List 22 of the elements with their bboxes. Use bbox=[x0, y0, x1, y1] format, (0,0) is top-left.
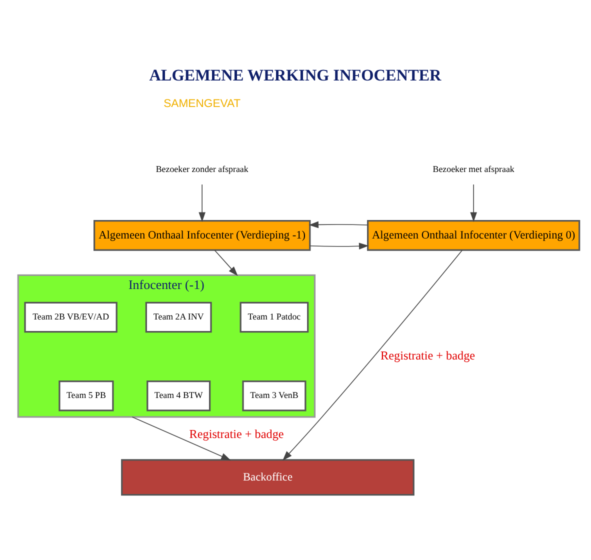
node-box: Team 5 PB bbox=[58, 380, 114, 412]
arrow bbox=[282, 250, 463, 461]
edge-label: Registratie + badge bbox=[380, 348, 476, 362]
node-box: Algemeen Onthaal Infocenter (Verdieping 0) bbox=[367, 220, 580, 251]
node-text: Bezoeker met afspraak bbox=[432, 164, 514, 174]
arrow bbox=[470, 184, 477, 222]
label: SAMENGEVAT bbox=[164, 98, 241, 110]
node-box: Algemeen Onthaal Infocenter (Verdieping -1) bbox=[94, 220, 311, 251]
node-box: Team 4 BTW bbox=[146, 380, 211, 412]
arrow bbox=[308, 221, 368, 228]
arrow bbox=[198, 184, 206, 222]
arrow bbox=[132, 416, 231, 460]
node-box: Team 2A INV bbox=[145, 302, 212, 333]
diagram-title: ALGEMENE WERKING INFOCENTER bbox=[149, 66, 442, 85]
node-box: Backoffice bbox=[121, 459, 414, 496]
edge-label: Registratie + badge bbox=[189, 427, 284, 442]
node-text: Bezoeker zonder afspraak bbox=[156, 164, 248, 174]
arrow bbox=[214, 250, 238, 276]
node-box: Team 2B VB/EV/AD bbox=[24, 302, 118, 333]
node-box: Team 3 VenB bbox=[242, 380, 306, 412]
node-box: Team 1 Patdoc bbox=[240, 302, 309, 333]
arrow bbox=[310, 242, 369, 250]
